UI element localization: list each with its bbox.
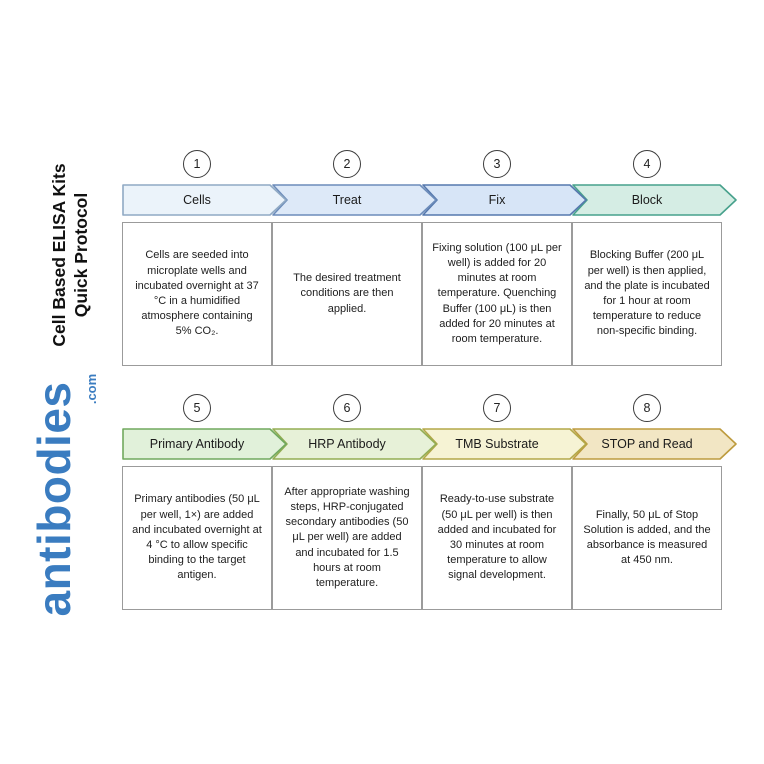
step-number-badge: 7	[483, 394, 511, 422]
step-description: Ready-to-use substrate (50 μL per well) …	[422, 466, 572, 610]
step-label: HRP Antibody	[308, 437, 386, 451]
step-number-badge: 2	[333, 150, 361, 178]
step-label: Primary Antibody	[149, 437, 245, 451]
step-6: 6 HRP Antibody After appropriate washing…	[272, 394, 437, 610]
diagram-title-line1: Cell Based ELISA Kits	[49, 163, 69, 347]
step-1: 1 Cells Cells are seeded into microplate…	[122, 150, 287, 366]
step-description: Blocking Buffer (200 μL per well) is the…	[572, 222, 722, 366]
step-number: 4	[643, 157, 651, 171]
step-arrow	[572, 428, 737, 460]
step-number-badge: 6	[333, 394, 361, 422]
step-arrow	[572, 184, 737, 216]
step-label: STOP and Read	[601, 437, 693, 451]
step-number-badge: 8	[633, 394, 661, 422]
step-description-text: After appropriate washing steps, HRP-con…	[284, 485, 410, 589]
step-number-badge: 5	[183, 394, 211, 422]
step-number-badge: 1	[183, 150, 211, 178]
step-number-badge: 3	[483, 150, 511, 178]
step-description-text: The desired treatment conditions are the…	[293, 272, 401, 315]
diagram-title-line2: Quick Protocol	[70, 192, 91, 318]
step-4: 4 Block Blocking Buffer (200 μL per well…	[572, 150, 737, 366]
step-8: 8 STOP and Read Finally, 50 μL of Stop S…	[572, 394, 737, 610]
step-label: Block	[631, 193, 663, 207]
step-arrow	[272, 184, 437, 216]
brand-logo: antibodies	[28, 381, 80, 617]
step-number: 5	[193, 401, 201, 415]
step-label: TMB Substrate	[455, 437, 539, 451]
step-number: 2	[343, 157, 351, 171]
step-description-text: Cells are seeded into microplate wells a…	[135, 249, 259, 338]
step-description: Finally, 50 μL of Stop Solution is added…	[572, 466, 722, 610]
step-label: Cells	[183, 193, 211, 207]
step-number: 1	[193, 157, 201, 171]
step-arrow	[122, 184, 287, 216]
step-description: Fixing solution (100 μL per well) is add…	[422, 222, 572, 366]
step-description-text: Fixing solution (100 μL per well) is add…	[432, 241, 562, 345]
step-number: 3	[493, 157, 501, 171]
step-description-text: Primary antibodies (50 μL per well, 1×) …	[132, 493, 262, 582]
step-2: 2 Treat The desired treatment conditions…	[272, 150, 437, 366]
step-description: The desired treatment conditions are the…	[272, 222, 422, 366]
step-arrow	[422, 428, 587, 460]
step-label: Treat	[332, 193, 362, 207]
step-number: 6	[343, 401, 351, 415]
step-description-text: Blocking Buffer (200 μL per well) is the…	[584, 249, 710, 338]
step-arrow	[422, 184, 587, 216]
diagram-title: Cell Based ELISA Kits Quick Protocol	[49, 140, 95, 370]
step-label: Fix	[488, 193, 506, 207]
step-3: 3 Fix Fixing solution (100 μL per well) …	[422, 150, 587, 366]
step-description-text: Ready-to-use substrate (50 μL per well) …	[437, 493, 557, 582]
step-arrow	[122, 428, 287, 460]
step-number-badge: 4	[633, 150, 661, 178]
brand-domain-suffix: .com	[84, 373, 99, 405]
step-description-text: Finally, 50 μL of Stop Solution is added…	[583, 508, 711, 567]
step-number: 8	[643, 401, 651, 415]
step-description: Cells are seeded into microplate wells a…	[122, 222, 272, 366]
step-description: Primary antibodies (50 μL per well, 1×) …	[122, 466, 272, 610]
step-5: 5 Primary Antibody Primary antibodies (5…	[122, 394, 287, 610]
step-description: After appropriate washing steps, HRP-con…	[272, 466, 422, 610]
step-arrow	[272, 428, 437, 460]
step-number: 7	[493, 401, 501, 415]
step-7: 7 TMB Substrate Ready-to-use substrate (…	[422, 394, 587, 610]
